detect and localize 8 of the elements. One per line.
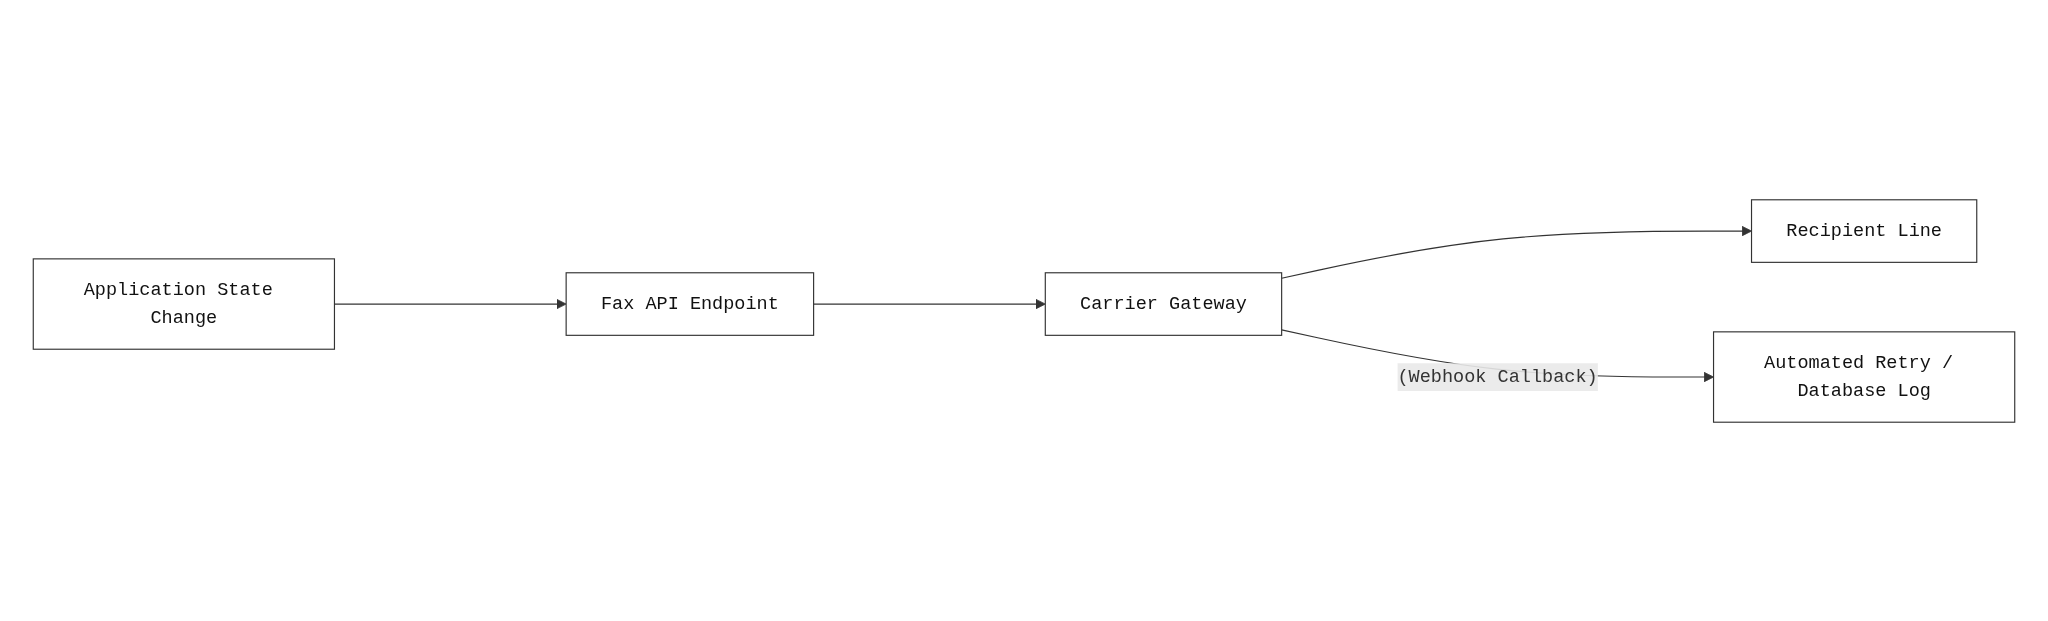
node-box: Application State Change: [32, 257, 336, 350]
arrow: [813, 298, 1046, 309]
node-box: Automated Retry / Database Log: [1712, 330, 2016, 423]
node-box: Fax API Endpoint: [565, 271, 815, 336]
arrow: [1281, 225, 1752, 279]
node-box: Recipient Line: [1750, 198, 1978, 263]
node-box: Carrier Gateway: [1044, 271, 1283, 336]
edge-label: (Webhook Callback): [1397, 366, 1598, 387]
